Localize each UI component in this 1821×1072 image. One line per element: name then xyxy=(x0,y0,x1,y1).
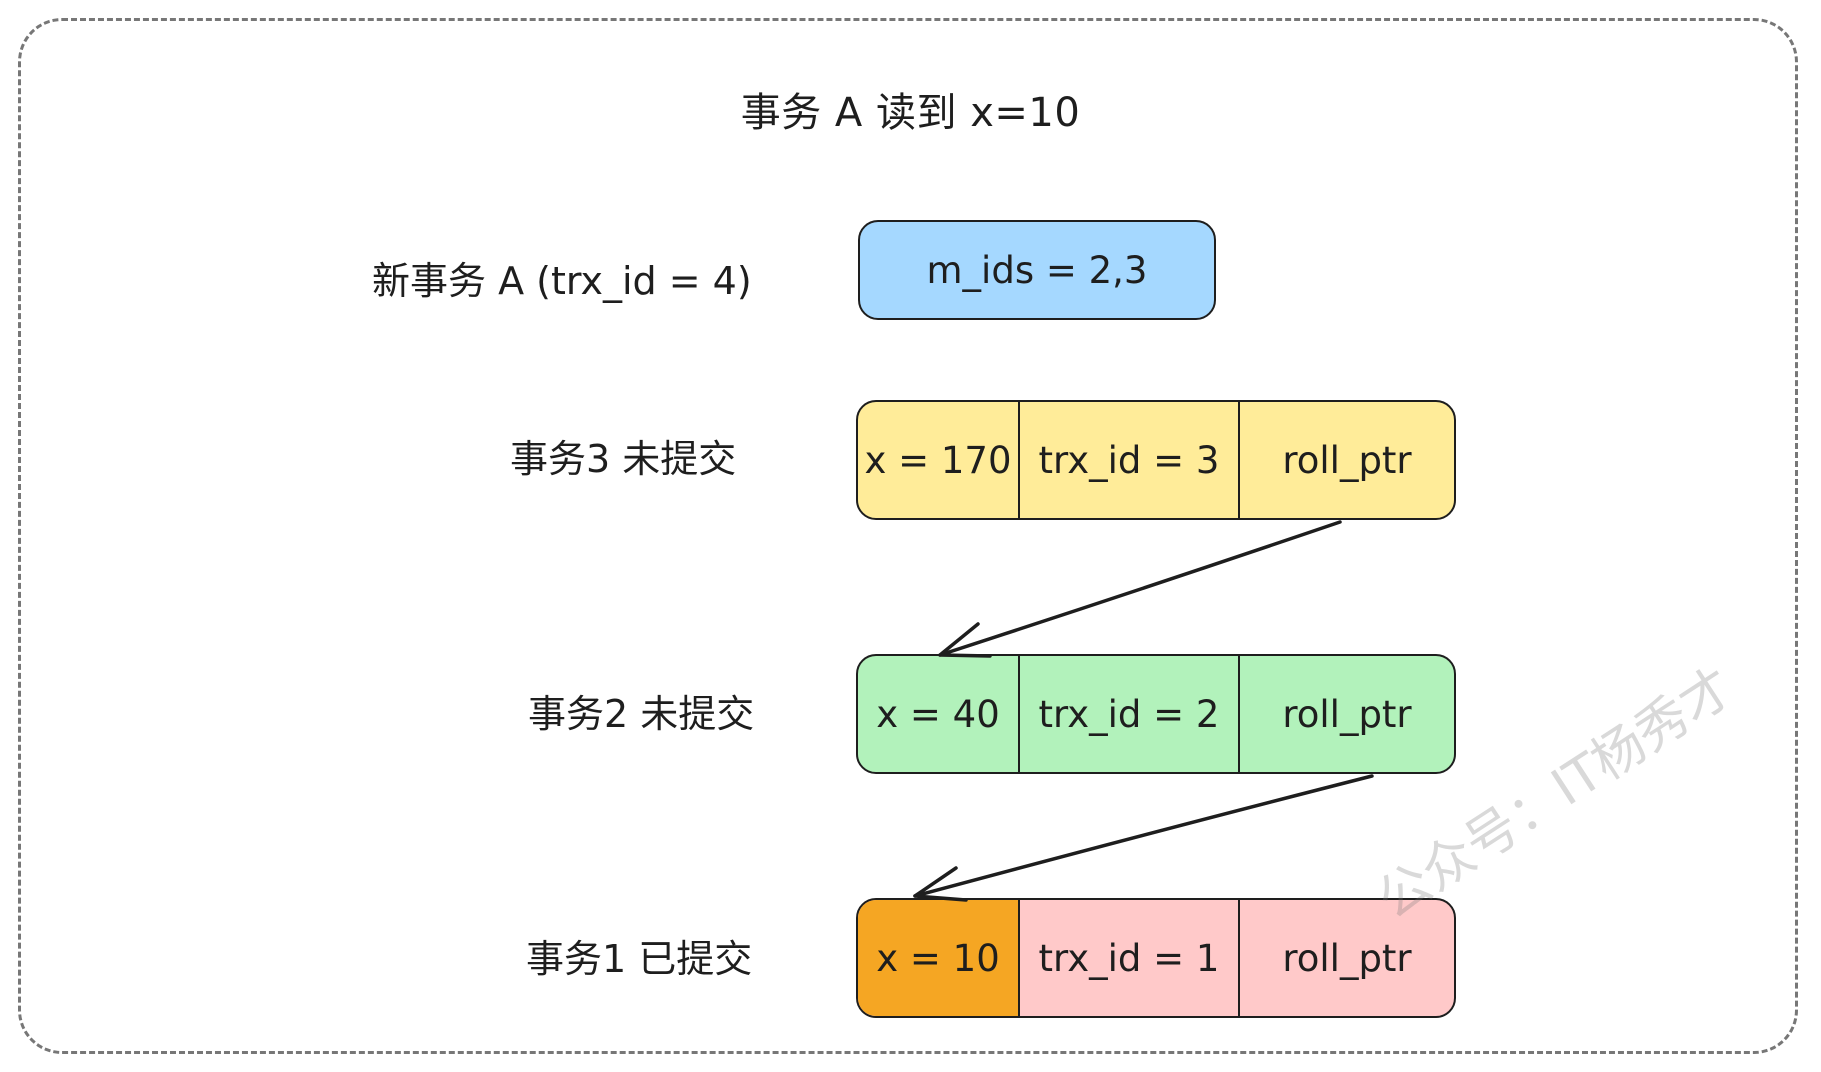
record-label-trx3: 事务3 未提交 xyxy=(510,437,737,481)
undo-record-trx1: x = 10 trx_id = 1 roll_ptr xyxy=(856,898,1456,1018)
undo-record-trx2: x = 40 trx_id = 2 roll_ptr xyxy=(856,654,1456,774)
diagram-frame xyxy=(18,18,1798,1054)
m-ids-cell: m_ids = 2,3 xyxy=(926,248,1148,292)
undo-record-trx3: x = 170 trx_id = 3 roll_ptr xyxy=(856,400,1456,520)
trx-id-cell-trx3: trx_id = 3 xyxy=(1018,402,1238,518)
record-label-trx2: 事务2 未提交 xyxy=(528,692,755,736)
record-label-trx1: 事务1 已提交 xyxy=(526,937,753,981)
value-cell-trx2: x = 40 xyxy=(876,692,1000,736)
roll-ptr-cell-trx3: roll_ptr xyxy=(1238,402,1454,518)
read-view-box: m_ids = 2,3 xyxy=(858,220,1216,320)
read-view-label: 新事务 A (trx_id = 4) xyxy=(372,259,752,303)
value-cell-trx3: x = 170 xyxy=(864,438,1012,482)
roll-ptr-cell-trx1: roll_ptr xyxy=(1238,900,1454,1016)
trx-id-cell-trx1: trx_id = 1 xyxy=(1018,900,1238,1016)
roll-ptr-cell-trx2: roll_ptr xyxy=(1238,656,1454,772)
value-cell-trx1: x = 10 xyxy=(858,900,1018,1016)
trx-id-cell-trx2: trx_id = 2 xyxy=(1018,656,1238,772)
diagram-title: 事务 A 读到 x=10 xyxy=(740,90,1081,136)
